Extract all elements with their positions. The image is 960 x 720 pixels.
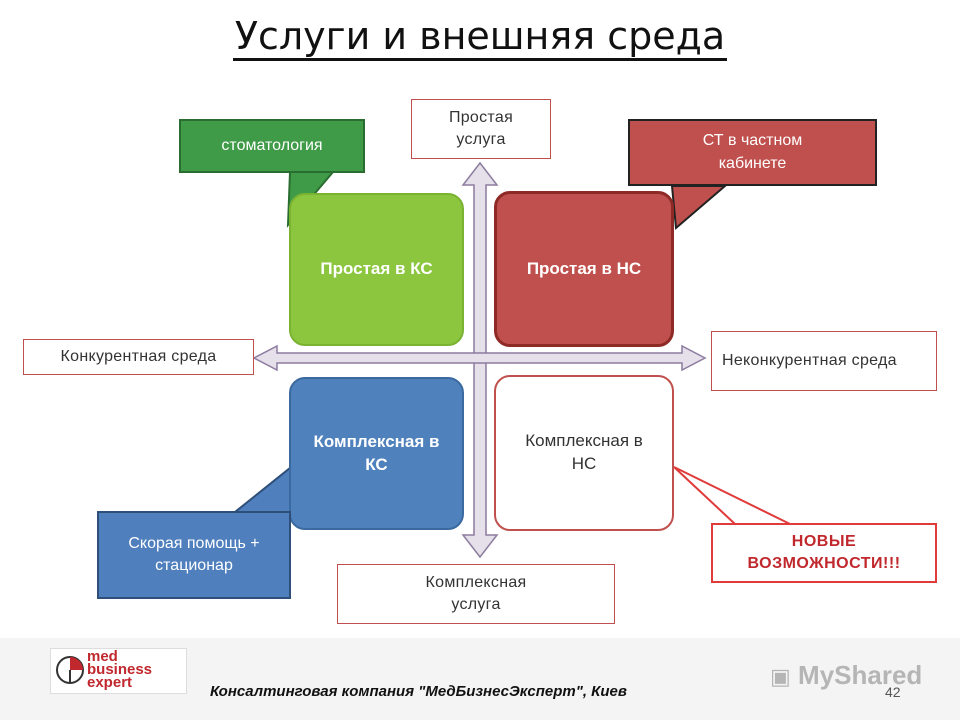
footer-company: Консалтинговая компания "МедБизнесЭкспер…	[210, 683, 627, 700]
quadrant-complex-noncompetitive: Комплексная в НС	[494, 375, 674, 531]
page-title: Услуги и внешняя среда	[0, 14, 960, 61]
watermark-logo: ▣ MyShared	[770, 660, 923, 690]
axis-label-competitive: Конкурентная среда	[23, 339, 254, 375]
quadrant-label: Комплексная в НС	[525, 431, 643, 473]
callout-stomatology: стоматология	[179, 119, 365, 173]
quadrant-simple-noncompetitive: Простая в НС	[494, 191, 674, 347]
quadrant-label: Простая в НС	[526, 258, 642, 278]
company-logo: med business expert	[50, 648, 187, 694]
quadrant-complex-competitive: Комплексная в КС	[289, 377, 464, 530]
logo-text: expert	[87, 674, 133, 691]
callout-pointer-ambulance	[232, 465, 291, 513]
horizontal-axis-arrow	[252, 344, 707, 372]
axis-label-simple: Простая услуга	[411, 99, 551, 159]
callout-private-office: СТ в частном кабинете	[628, 119, 877, 186]
callout-new-opportunities: НОВЫЕ ВОЗМОЖНОСТИ!!!	[711, 523, 937, 583]
quadrant-simple-competitive: Простая в КС	[289, 193, 464, 346]
quadrant-label: Комплексная в КС	[313, 431, 440, 474]
callout-pointer-new	[673, 466, 791, 525]
page-number: 42	[885, 684, 901, 700]
callout-pointer-private	[670, 185, 728, 231]
quadrant-label: Простая в КС	[320, 259, 433, 279]
logo-text: med	[87, 648, 118, 665]
callout-ambulance: Скорая помощь + стационар	[97, 511, 291, 599]
pie-chart-icon	[56, 656, 84, 684]
presentation-icon: ▣	[770, 664, 791, 689]
axis-label-complex: Комплексная услуга	[337, 564, 615, 624]
logo-text: business	[87, 661, 153, 678]
axis-label-noncompetitive: Неконкурентная среда	[711, 331, 937, 391]
